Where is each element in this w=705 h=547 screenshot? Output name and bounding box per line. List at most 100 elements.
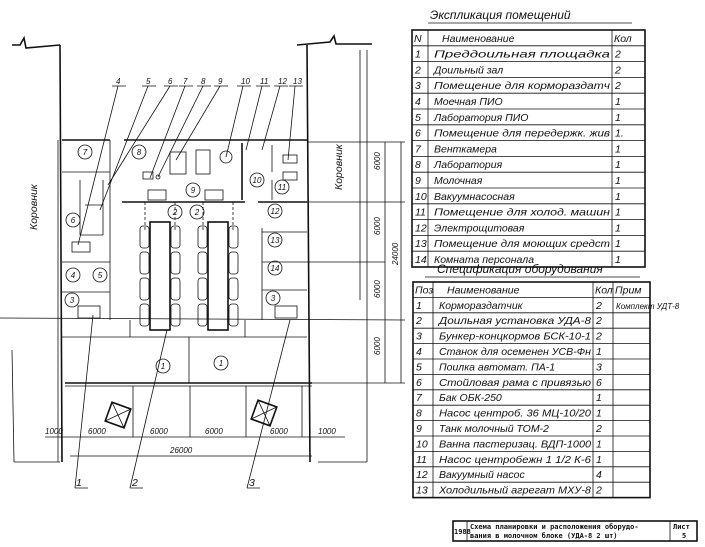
table-header: Кол xyxy=(614,33,632,45)
table-cell: 6 xyxy=(415,128,421,140)
table-header: Наименование xyxy=(442,33,515,45)
room-mark-circle xyxy=(131,144,147,160)
title-block: 1988 Схема планировки и расположения обо… xyxy=(452,520,698,542)
table-cell: 10 xyxy=(415,191,427,203)
table-cell: 6 xyxy=(416,377,422,389)
table-cell: Доильная установка УДА-8 xyxy=(438,315,591,327)
leader-line xyxy=(175,85,228,161)
table-cell: 14 xyxy=(415,254,427,266)
leader-line xyxy=(287,85,303,161)
stall xyxy=(197,225,208,249)
table-cell: 1 xyxy=(596,438,602,450)
feeder-left xyxy=(104,401,132,429)
table-header: Поз xyxy=(415,284,433,296)
room-mark-3: 3 xyxy=(271,294,276,303)
leader-label-5: 5 xyxy=(146,77,151,86)
table-cell: Насос центробежн 1 1/2 К-6 xyxy=(439,454,591,466)
room-mark-12: 12 xyxy=(271,207,280,216)
table-cell: 12 xyxy=(416,469,428,481)
leader-line xyxy=(149,85,193,179)
stall xyxy=(197,251,208,275)
table-cell: Кормораздатчик xyxy=(439,300,524,312)
room-mark-2: 2 xyxy=(172,208,178,217)
table-cell: 1 xyxy=(615,222,621,234)
room-mark-circle xyxy=(189,204,205,220)
table-cell: 4 xyxy=(415,96,421,108)
table-cell: 11 xyxy=(415,207,426,219)
table-cell: 2 xyxy=(614,80,621,92)
stamp-sheet-label: Лист xyxy=(673,523,690,531)
stall xyxy=(139,225,150,249)
table-cell: Стойловая рама с привязью xyxy=(439,377,591,389)
room-mark-circle xyxy=(267,203,283,219)
stall xyxy=(139,277,150,301)
barn-label-right: Коровник xyxy=(333,143,345,190)
leader-line xyxy=(261,85,288,151)
room-mark-2: 2 xyxy=(194,208,200,217)
leader-label-13: 13 xyxy=(293,77,302,86)
dim-right: 6000 xyxy=(373,280,382,298)
room-mark-14: 14 xyxy=(271,264,280,273)
table-cell: Бак ОБК-250 xyxy=(439,392,502,404)
stall xyxy=(170,277,181,301)
dim-right: 6000 xyxy=(373,217,382,235)
leader-label-3: 3 xyxy=(249,477,255,489)
milking-stalls xyxy=(139,225,239,327)
room-mark-8: 8 xyxy=(137,148,142,157)
table-cell: Поилка автомат. ПА-1 xyxy=(439,361,555,373)
table-cell: Помещение для холод. машин xyxy=(434,207,610,219)
leader-label-4: 4 xyxy=(116,77,121,86)
feeder-right xyxy=(250,399,278,427)
leader-label-11: 11 xyxy=(260,77,268,86)
table-header: Прим xyxy=(615,284,642,296)
table-cell: 2 xyxy=(595,315,602,327)
room-mark-circle xyxy=(265,290,281,306)
table-cell: Молочная xyxy=(434,175,483,187)
room-mark-1: 1 xyxy=(161,362,165,371)
stall xyxy=(228,303,239,327)
table-cell: 1 xyxy=(615,238,621,250)
room-mark-circle xyxy=(155,358,171,374)
table-cell: Вакуумнасосная xyxy=(434,191,515,203)
dim-bottom: 1000 xyxy=(45,427,63,436)
table-cell: 1 xyxy=(416,300,422,312)
table-cell: Станок для осеменен УСВ-Фн xyxy=(439,346,591,358)
room-mark-4: 4 xyxy=(71,271,76,280)
table-cell: Помещение для передержк. жив xyxy=(434,128,611,140)
table-cell: Электрощитовая xyxy=(434,222,525,234)
table-cell: 4 xyxy=(596,469,602,481)
table-cell: 13 xyxy=(415,238,427,250)
table-cell: Танк молочный ТОМ-2 xyxy=(439,423,549,435)
table-cell: Насос центроб. 36 МЦ-10/20 xyxy=(439,408,591,420)
table-cell: 1 xyxy=(615,207,621,219)
table-header: Кол xyxy=(595,284,613,296)
table-header: Наименование xyxy=(447,284,520,296)
leader-label-8: 8 xyxy=(201,77,206,86)
stall xyxy=(228,225,239,249)
table-cell: 13 xyxy=(416,485,428,497)
table-header: N xyxy=(414,33,422,45)
room-mark-circle xyxy=(64,292,80,308)
stamp-caption-line2: вания в молочном блоке (УДА-8 2 шт) xyxy=(470,532,618,540)
room-mark-circle xyxy=(267,232,283,248)
stamp-year: 1988 xyxy=(454,528,471,536)
stall xyxy=(197,303,208,327)
table-cell: 4 xyxy=(416,346,422,358)
stall xyxy=(170,225,181,249)
room-mark-3: 3 xyxy=(70,296,75,305)
table-cell: Помещение для моющих средст xyxy=(434,238,610,250)
leader-line xyxy=(99,85,156,211)
table-cell: 1 xyxy=(615,143,621,155)
room-mark-13: 13 xyxy=(271,236,280,245)
room-mark-7: 7 xyxy=(83,148,88,157)
table-cell: Лаборатория xyxy=(433,159,503,171)
room-mark-circle xyxy=(185,182,201,198)
leader-line xyxy=(245,85,270,151)
table-cell: 1 xyxy=(596,346,602,358)
room-mark-circle xyxy=(274,179,290,195)
